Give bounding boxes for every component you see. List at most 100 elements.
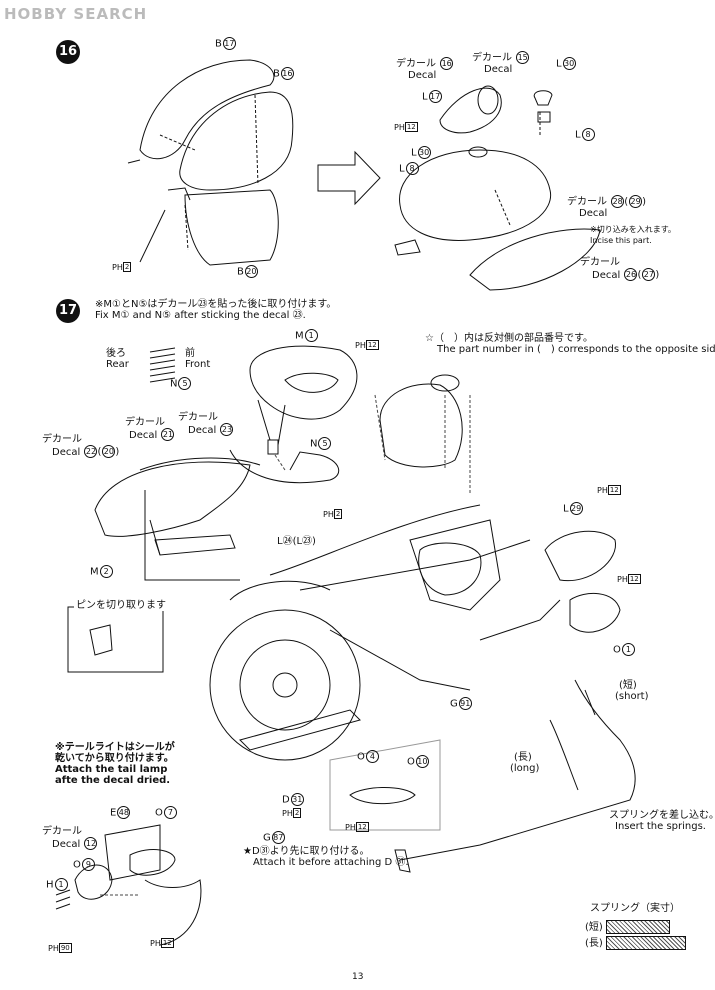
short-jp: (短): [619, 680, 637, 691]
hobby-search-logo: HOBBY SEARCH: [4, 5, 147, 23]
label-prefix: PH: [150, 939, 161, 948]
step16-assembled-tank-drawing: [394, 85, 601, 291]
decal-jp: デカール: [178, 412, 218, 423]
label-prefix: O: [357, 751, 365, 763]
long-jp: (長): [514, 752, 532, 763]
spring-insert-note: スプリングを差し込む。Insert the springs.: [607, 810, 715, 832]
page-number: 13: [352, 972, 364, 982]
part-number: 2: [333, 509, 343, 519]
label-prefix: N: [170, 378, 178, 390]
long-en: (long): [510, 763, 540, 774]
label-prefix: M: [295, 330, 304, 342]
label-prefix: L: [563, 503, 569, 515]
part-number: 5: [318, 437, 332, 450]
decal-en: Decal: [188, 424, 217, 436]
part-number: 87: [271, 831, 285, 844]
opposite-jp: ☆（ ）内は反対側の部品番号です。: [425, 333, 593, 344]
step-17-number: 17: [58, 303, 78, 318]
tail-jp-2: 乾いてから取り付けます。: [55, 753, 174, 764]
decal-jp: デカール: [472, 52, 512, 64]
footrest-box: [329, 739, 441, 831]
part-number: 9: [81, 858, 95, 871]
seat-drawing: [249, 345, 358, 455]
label-prefix: E: [110, 807, 117, 819]
label-prefix: B: [215, 38, 222, 50]
part-number: 5: [178, 377, 192, 390]
decal-jp: デカール: [42, 826, 82, 837]
part-number: 1: [304, 329, 318, 342]
part-number: 12: [355, 822, 369, 832]
spring-jp: スプリングを差し込む。: [609, 810, 715, 821]
label-prefix: L: [556, 58, 562, 70]
part-number: 7: [163, 806, 177, 819]
decal-en: Decal: [579, 208, 608, 219]
label-prefix: PH: [48, 944, 59, 953]
part-number: 12: [404, 122, 418, 132]
part-number: 2: [99, 565, 113, 578]
part-number: 12: [160, 938, 174, 948]
label-prefix: O: [155, 807, 163, 819]
pin-cut-note: ピンを切り取ります: [74, 600, 168, 611]
decal-en: Decal: [52, 446, 81, 458]
part-number: 91: [458, 697, 472, 710]
long-spring-swatch: [606, 936, 686, 950]
part-number-alt: 20: [102, 445, 116, 458]
part-number: 2: [292, 808, 302, 818]
short-spring-note: (短)(short): [615, 680, 649, 702]
part-number: 1: [621, 643, 635, 656]
spring-en: Insert the springs.: [615, 821, 706, 832]
front-jp: 前: [185, 348, 195, 359]
part-number: 15: [516, 51, 530, 64]
tail-lamp-note: ※テールライトはシールが乾いてから取り付けます。Attach the tail …: [55, 742, 175, 786]
attach-jp: ★D㉛より先に取り付ける。: [243, 846, 370, 857]
part-number: 17: [428, 90, 442, 103]
opposite-en: The part number in ( ) corresponds to th…: [437, 344, 715, 355]
part-number: 30: [417, 146, 431, 159]
part-number: 21: [161, 428, 175, 441]
long-spring-note: (長)(long): [510, 752, 539, 774]
label-prefix: L: [411, 147, 417, 159]
label-prefix: L: [399, 163, 405, 175]
decal-jp: デカール: [567, 196, 607, 208]
part-number: 12: [365, 340, 379, 350]
part-number: 12: [607, 485, 621, 495]
part-number: 4: [365, 750, 379, 763]
step-16-number: 16: [58, 44, 78, 59]
part-number: 17: [222, 37, 236, 50]
decal-jp: デカール: [580, 257, 620, 268]
label-prefix: O: [407, 756, 415, 768]
decal-jp: デカール: [42, 434, 82, 445]
attach-before-note: ★D㉛より先に取り付ける。Attach it before attaching …: [243, 846, 409, 868]
part-number: 23: [220, 423, 234, 436]
label-prefix: M: [90, 566, 99, 578]
part-number: 31: [290, 793, 304, 806]
decal-en: Decal: [129, 429, 158, 441]
step-17-marker: 17: [56, 299, 80, 323]
decal-jp: デカール: [125, 417, 165, 428]
part-number: 8: [405, 162, 419, 175]
part-number: 30: [562, 57, 576, 70]
label-prefix: G: [450, 698, 458, 710]
part-number-alt: 29: [629, 195, 643, 208]
